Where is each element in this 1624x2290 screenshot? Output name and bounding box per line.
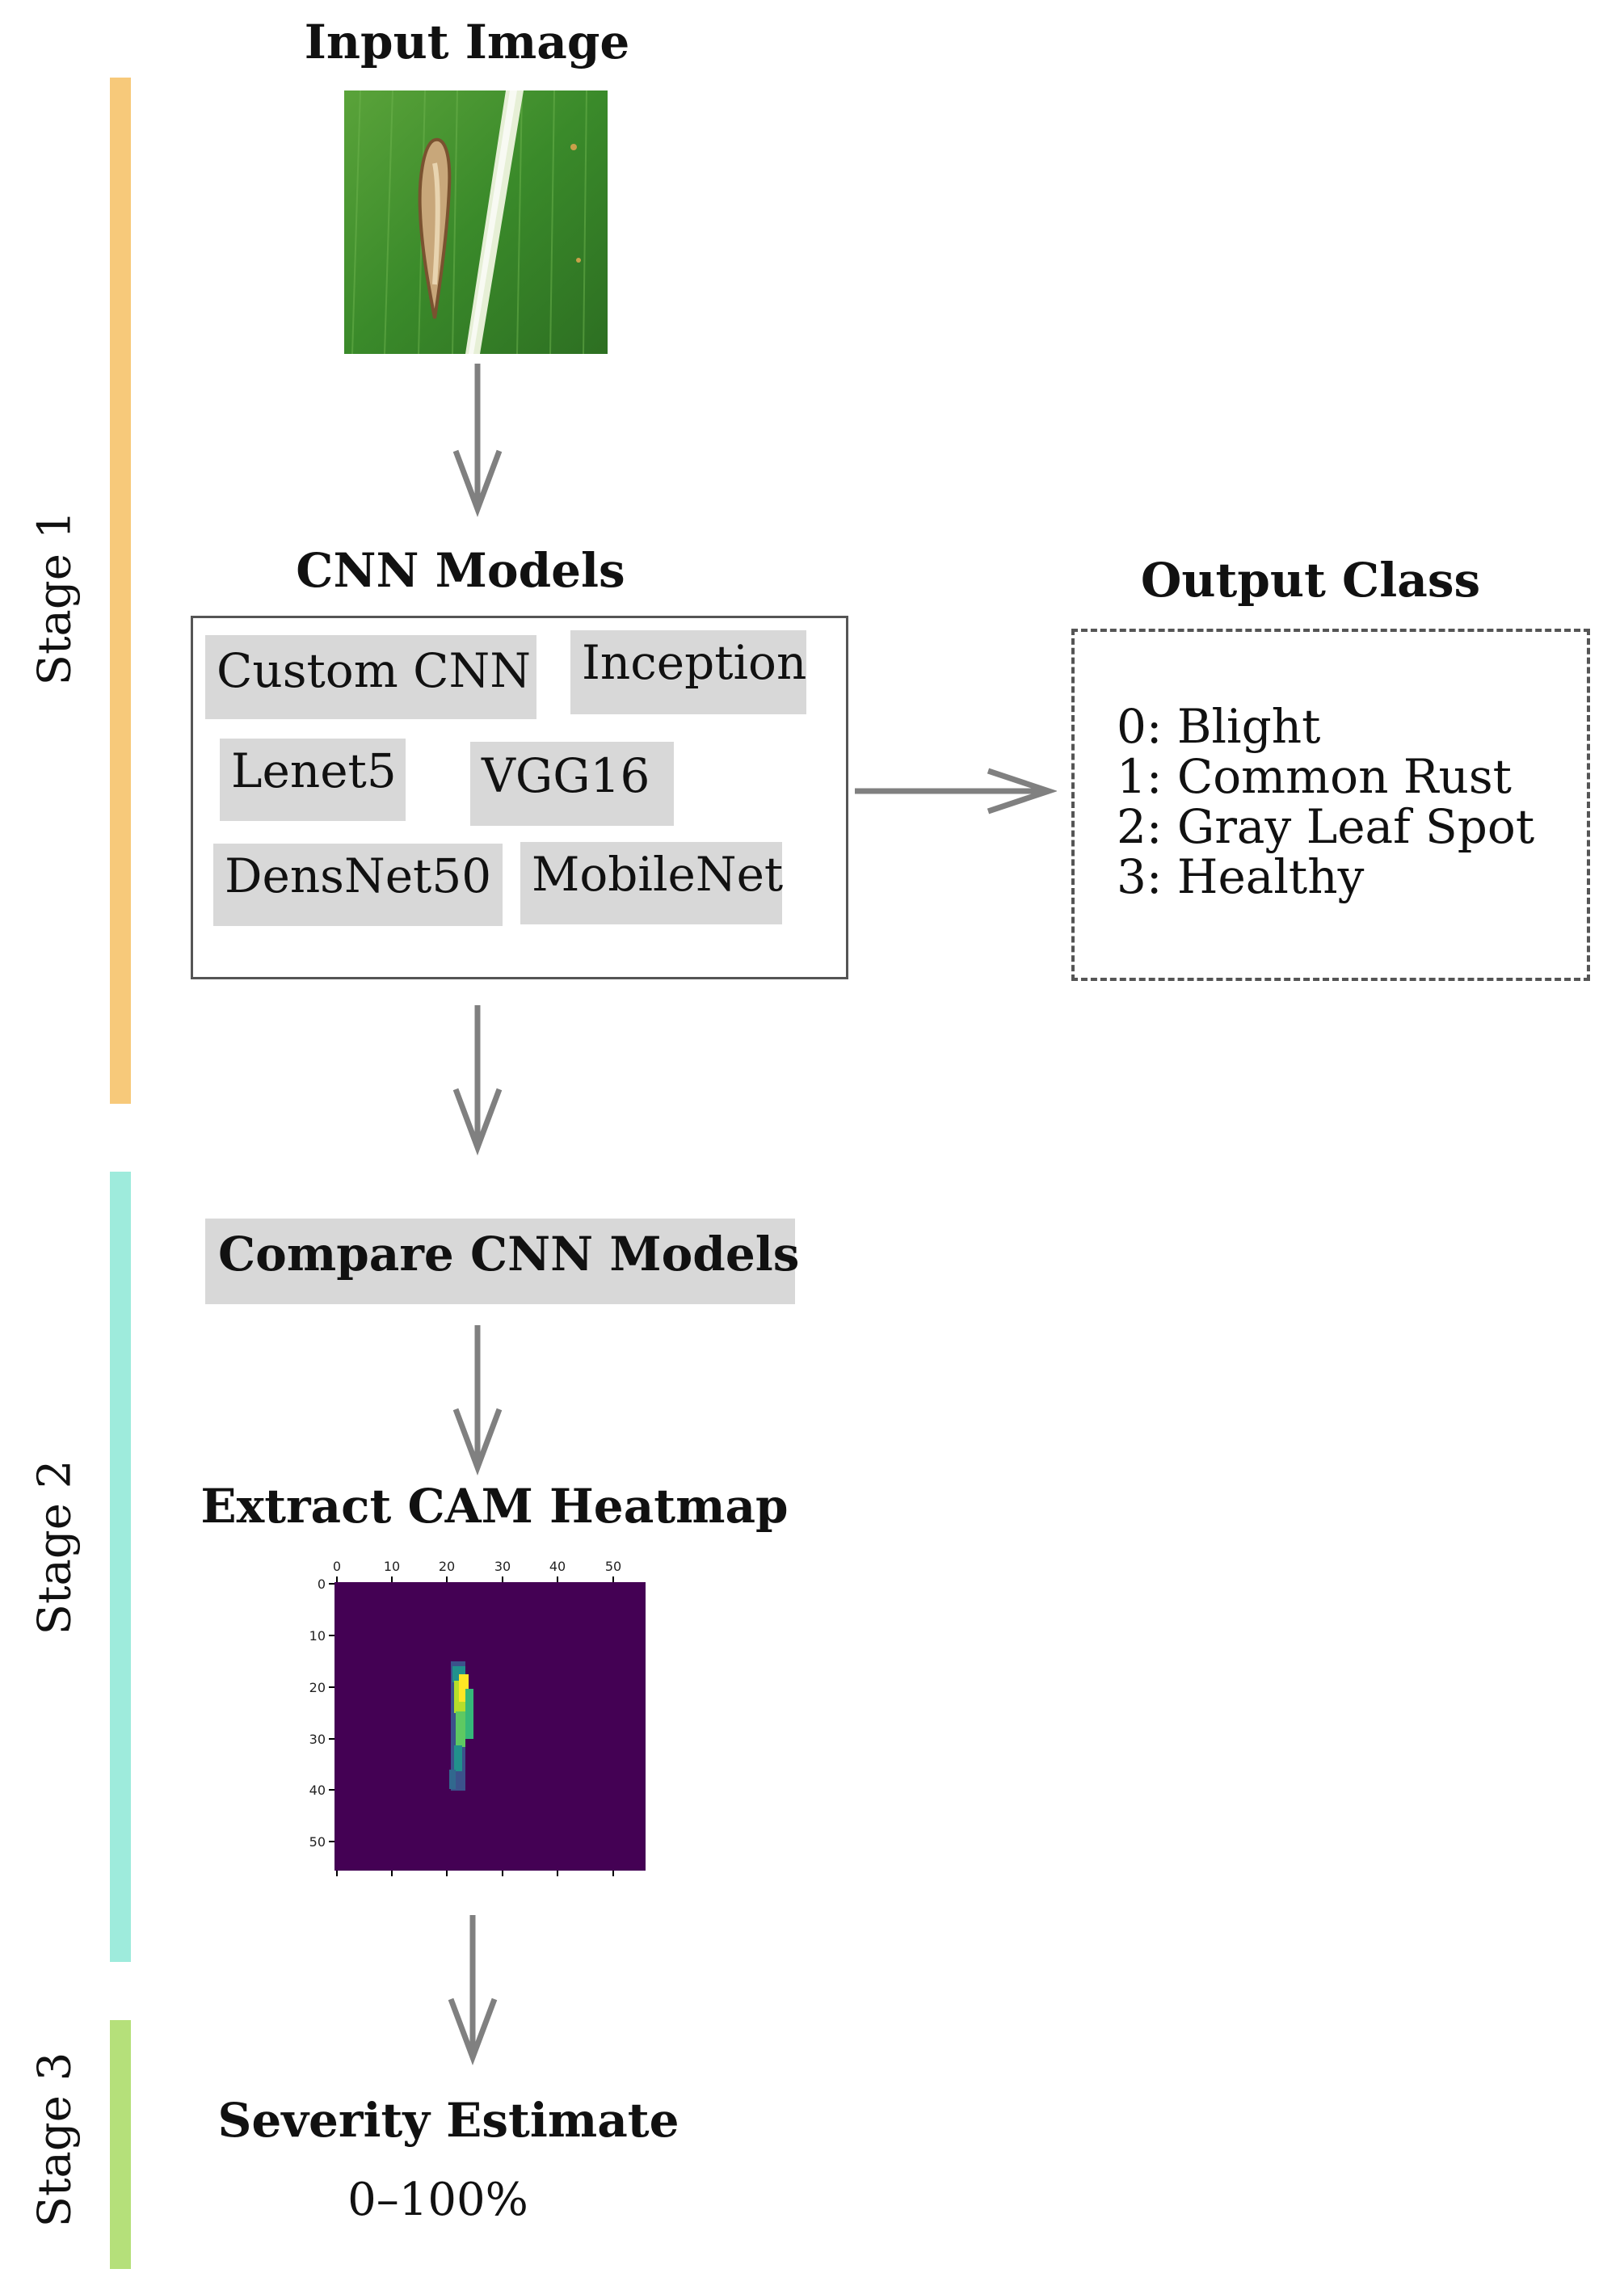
input-image-title: Input Image bbox=[304, 15, 630, 69]
y-tick-40: 40 bbox=[309, 1783, 326, 1798]
model-mobilenet: MobileNet bbox=[520, 842, 783, 924]
arrow-to-heatmap bbox=[452, 1325, 503, 1475]
y-tick-50: 50 bbox=[309, 1834, 326, 1850]
severity-range: 0–100% bbox=[347, 2174, 528, 2226]
class-blight: 0: Blight bbox=[1117, 699, 1321, 754]
y-tick-30: 30 bbox=[309, 1732, 326, 1747]
model-densnet50: DensNet50 bbox=[213, 844, 503, 926]
cam-heatmap: 0 10 20 30 40 50 0 10 20 30 40 50 bbox=[309, 1559, 646, 1876]
x-tick-0: 0 bbox=[333, 1559, 341, 1574]
y-tick-0: 0 bbox=[318, 1576, 326, 1592]
stage-3-label: Stage 3 bbox=[28, 2052, 82, 2228]
stage-2-label: Stage 2 bbox=[28, 1459, 82, 1635]
arrow-to-cnn bbox=[452, 364, 503, 517]
stage-3-bar bbox=[110, 2020, 131, 2269]
model-inception: Inception bbox=[570, 630, 806, 714]
cnn-models-title: CNN Models bbox=[296, 543, 625, 598]
heatmap-title: Extract CAM Heatmap bbox=[200, 1479, 789, 1534]
y-tick-10: 10 bbox=[309, 1628, 326, 1644]
arrow-to-severity bbox=[448, 1915, 498, 2065]
x-tick-50: 50 bbox=[605, 1559, 621, 1574]
stage-1-label: Stage 1 bbox=[28, 510, 82, 686]
class-common-rust: 1: Common Rust bbox=[1117, 749, 1512, 804]
model-lenet5: Lenet5 bbox=[220, 739, 406, 821]
stage-1-bar bbox=[110, 78, 131, 1104]
severity-title: Severity Estimate bbox=[217, 2093, 679, 2148]
output-class-title: Output Class bbox=[1140, 553, 1481, 608]
class-healthy: 3: Healthy bbox=[1117, 849, 1365, 904]
x-tick-30: 30 bbox=[494, 1559, 511, 1574]
arrow-to-compare bbox=[452, 1005, 503, 1156]
arrow-to-output bbox=[855, 768, 1057, 815]
y-tick-20: 20 bbox=[309, 1680, 326, 1695]
leaf-image bbox=[344, 90, 608, 355]
model-vgg16: VGG16 bbox=[470, 742, 674, 826]
x-tick-20: 20 bbox=[439, 1559, 455, 1574]
cnn-models-box bbox=[191, 616, 848, 979]
stage-2-bar bbox=[110, 1172, 131, 1962]
x-tick-10: 10 bbox=[384, 1559, 400, 1574]
class-gray-leaf-spot: 2: Gray Leaf Spot bbox=[1117, 799, 1535, 854]
x-tick-40: 40 bbox=[549, 1559, 566, 1574]
model-custom-cnn: Custom CNN bbox=[205, 635, 536, 719]
compare-cnn-models: Compare CNN Models bbox=[205, 1219, 799, 1304]
output-class-box: 0: Blight 1: Common Rust 2: Gray Leaf Sp… bbox=[1071, 629, 1590, 981]
